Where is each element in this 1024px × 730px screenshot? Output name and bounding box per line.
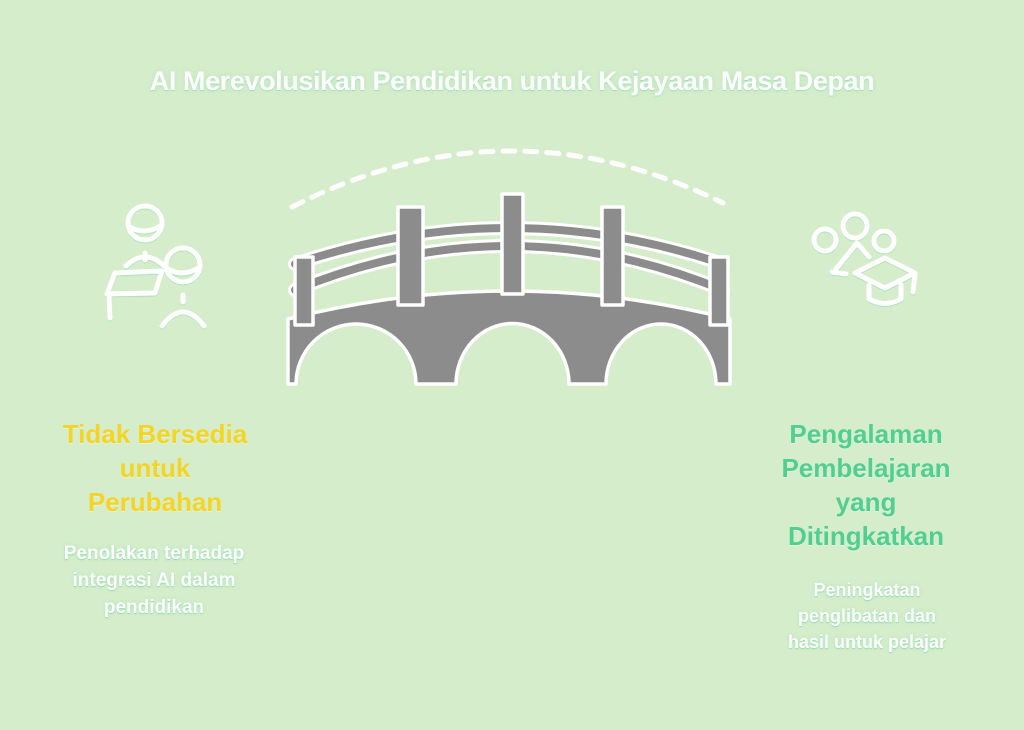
dashed-arc — [289, 148, 726, 210]
bridge-icon — [286, 192, 732, 386]
bridge-graphic — [286, 148, 732, 386]
teacher-and-student-icon — [104, 203, 207, 329]
left-heading: Tidak Bersedia untuk Perubahan — [62, 419, 248, 517]
page-title: AI Merevolusikan Pendidikan untuk Kejaya… — [149, 66, 875, 96]
right-description: Peningkatan penglibatan dan hasil untuk … — [787, 580, 947, 652]
right-heading: Pengalaman Pembelajaran yang Ditingkatka… — [781, 419, 951, 551]
graduation-achievement-icon — [811, 211, 918, 306]
left-description: Penolakan terhadap integrasi AI dalam pe… — [63, 543, 245, 618]
